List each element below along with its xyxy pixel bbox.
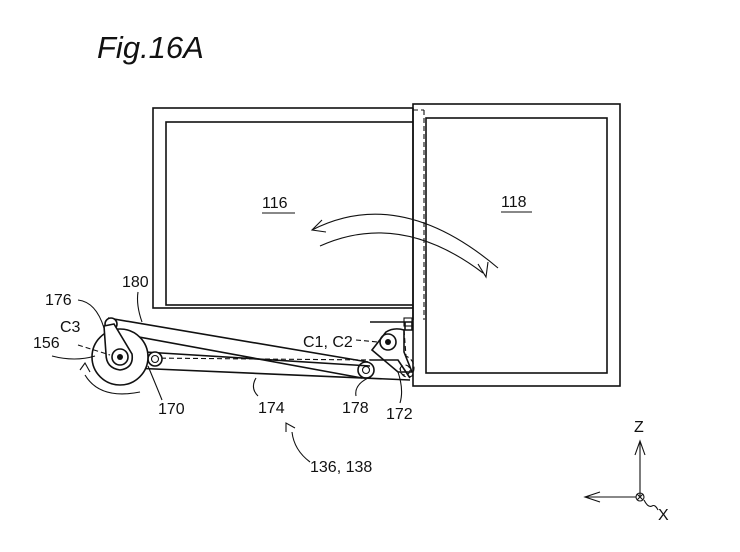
axis-z-label: Z [634, 419, 644, 436]
hinge-bracket-172-edge [370, 359, 411, 379]
link-174-bottom-edge [131, 367, 411, 381]
label-136-138: 136, 138 [310, 459, 372, 476]
coordinate-axes: Z X [583, 419, 669, 524]
hinge-pivot-center [385, 339, 391, 345]
axis-x-cross-icon [636, 493, 644, 501]
arrowhead-right-icon [477, 261, 489, 279]
arrowhead-left-icon [310, 219, 327, 233]
wheel-rotation-arc [84, 374, 141, 395]
label-116: 116 [262, 195, 288, 212]
link-180-bottom-edge [111, 331, 363, 379]
leader-c1c2 [355, 339, 379, 343]
link-180-top-edge [107, 317, 369, 363]
label-156: 156 [33, 335, 60, 352]
rotation-arc-lower [319, 232, 484, 274]
hinge-body [370, 328, 414, 373]
label-176: 176 [45, 292, 72, 309]
axis-z-arrow-icon [634, 439, 646, 456]
hinge-corner [403, 317, 413, 327]
hinge-assembly [370, 317, 415, 379]
leader-176 [77, 299, 105, 329]
panel-116: 116 [152, 107, 422, 309]
axis-x-leader [643, 499, 659, 511]
axis-x-label: X [658, 507, 669, 524]
leader-178 [355, 377, 369, 397]
link-174-hidden-line [144, 357, 373, 361]
wheel-hub [111, 348, 129, 366]
c3-leader [77, 344, 111, 356]
panel-118-outer [412, 103, 621, 387]
label-178: 178 [342, 400, 369, 417]
wheel-156 [77, 323, 149, 395]
wheel-center-c3 [117, 354, 123, 360]
leader-180 [136, 291, 143, 323]
link-174 [131, 351, 411, 381]
label-c1c2: C1, C2 [303, 334, 353, 351]
label-174: 174 [258, 400, 285, 417]
pivot-170-inner [150, 354, 160, 364]
label-180: 180 [122, 274, 149, 291]
leader-136-138-arrowhead-icon [285, 422, 296, 432]
leader-172 [397, 371, 403, 404]
label-172: 172 [386, 406, 413, 423]
hinge-step [370, 321, 413, 331]
label-118: 118 [501, 194, 527, 211]
leader-136-138 [291, 431, 311, 463]
rotation-arc-upper [311, 213, 499, 269]
wheel-rotation-arrowhead-icon [79, 361, 91, 373]
label-c3: C3 [60, 319, 81, 336]
axis-x-circle-icon [635, 492, 645, 502]
pivot-178-outer [357, 361, 375, 379]
reference-labels: 180 176 C3 156 170 174 C1, C2 178 172 13… [33, 274, 413, 476]
label-170: 170 [158, 401, 185, 418]
leader-174 [252, 377, 259, 397]
axis-y-arrow-icon [583, 491, 601, 503]
figure-title: Fig.16A [97, 30, 204, 65]
panel-118: 118 [412, 103, 621, 387]
hinge-hidden-pivot [399, 364, 411, 376]
leader-170 [147, 365, 163, 401]
leader-156 [51, 355, 96, 360]
panel-118-inner [425, 117, 608, 374]
crank-176 [103, 323, 134, 371]
rotation-arrows [310, 213, 499, 279]
pivot-170-outer [147, 351, 163, 367]
hinge-pivot-c1c2 [379, 333, 397, 351]
